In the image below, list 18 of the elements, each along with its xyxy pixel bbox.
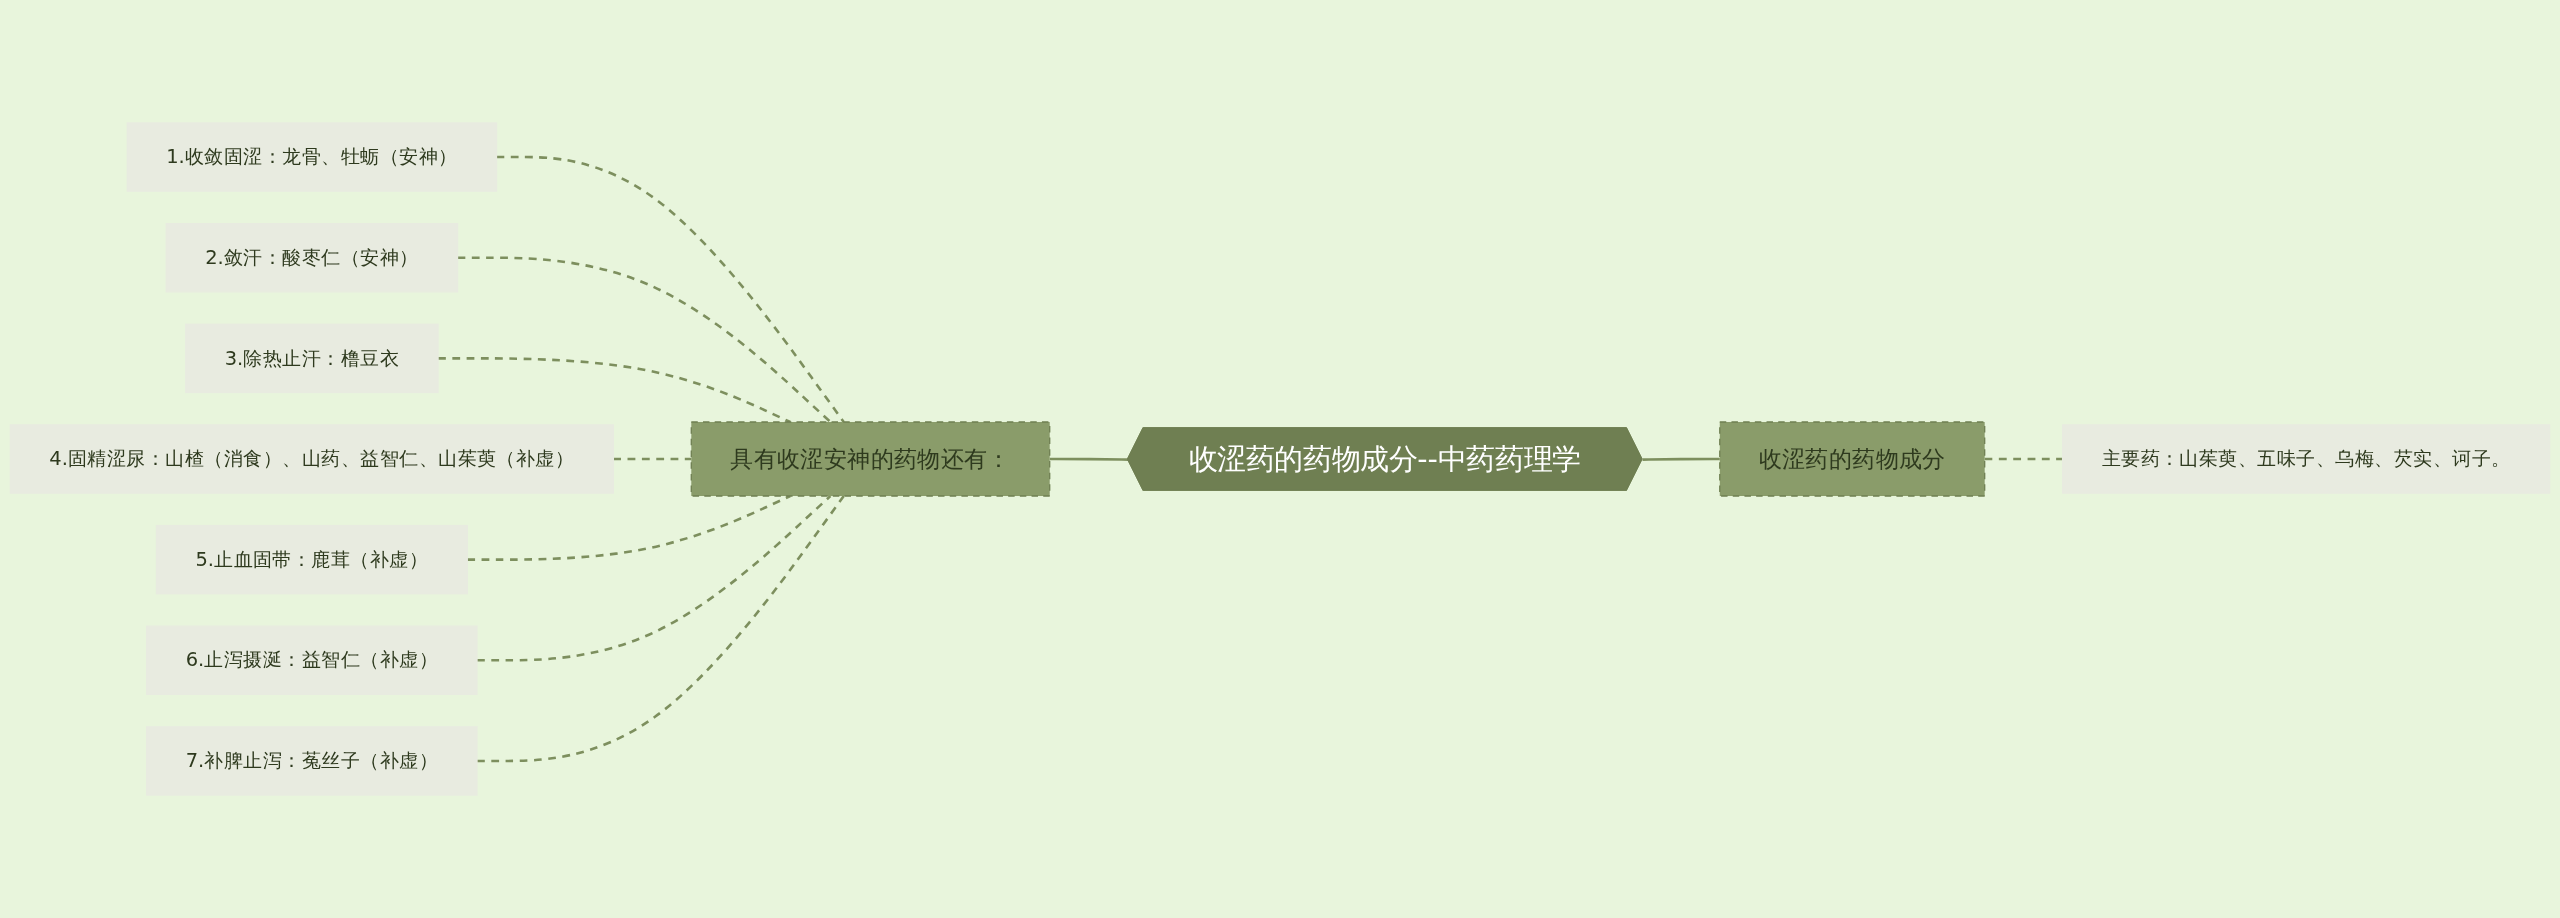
node-box: 1.收敛固涩：龙骨、牡蛎（安神） <box>126 122 498 192</box>
node-box: 4.固精涩尿：山楂（消食）、山药、益智仁、山茱萸（补虚） <box>9 424 614 494</box>
connector <box>1049 457 1129 461</box>
connector <box>1642 457 1720 461</box>
node-box: 3.除热止汗：橹豆衣 <box>185 323 439 394</box>
node-box: 6.止泻摄涎：益智仁（补虚） <box>146 625 478 696</box>
connector <box>496 155 845 423</box>
connector <box>613 457 692 461</box>
node-box: 2.敛汗：酸枣仁（安神） <box>165 222 459 293</box>
node-box: 具有收涩安神的药物还有： <box>690 421 1051 497</box>
node-box: 收涩药的药物成分 <box>1719 421 1986 497</box>
connector <box>477 495 832 662</box>
connector <box>477 495 845 763</box>
connector <box>1984 457 2063 461</box>
node-box: 主要药：山茱萸、五味子、乌梅、芡实、诃子。 <box>2061 424 2551 494</box>
node-box: 5.止血固带：鹿茸（补虚） <box>155 524 468 595</box>
connector <box>457 256 832 423</box>
node-box: 7.补脾止泻：菟丝子（补虚） <box>146 726 478 796</box>
